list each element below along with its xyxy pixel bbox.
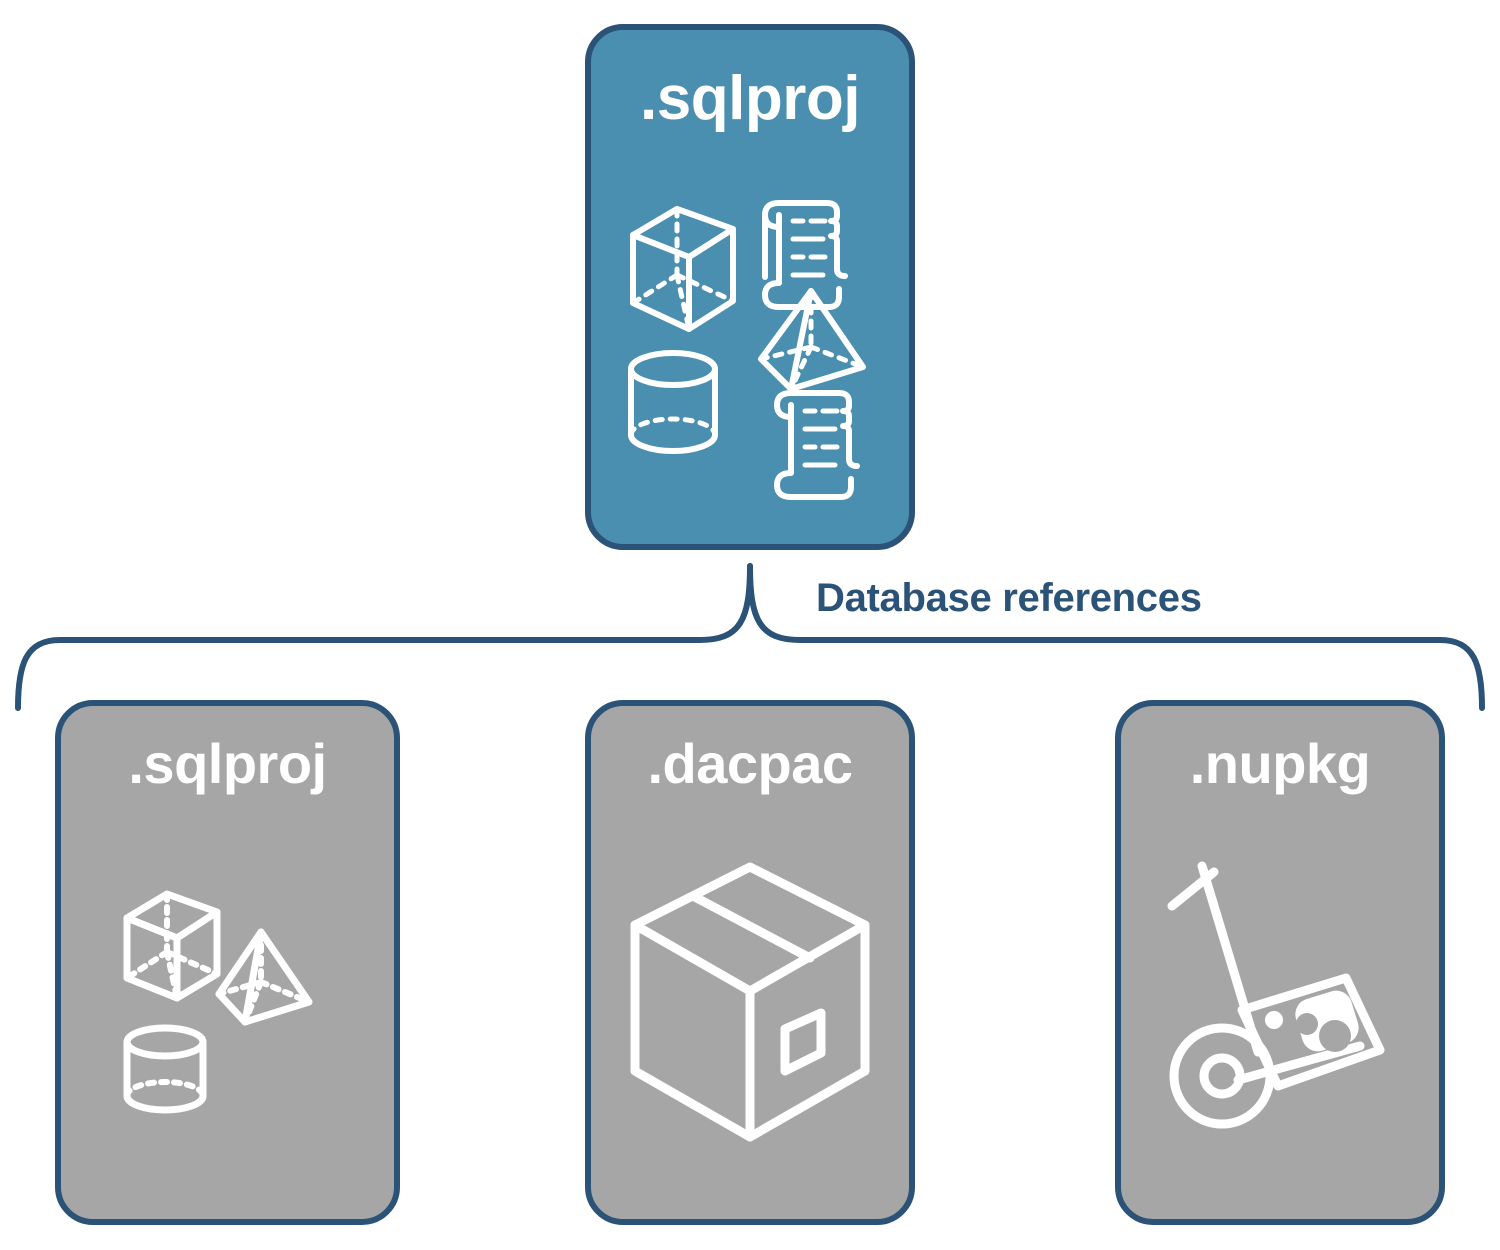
wireframe-cylinder-icon — [123, 1024, 206, 1114]
connector-label-database-references: Database references — [816, 576, 1202, 620]
scroll-script-icon-top — [762, 200, 848, 310]
node-art-dacpac — [591, 792, 909, 1219]
node-art-root — [591, 130, 909, 544]
node-art-nupkg — [1121, 792, 1439, 1219]
node-title-root: .sqlproj — [640, 64, 860, 133]
node-title-nupkg: .nupkg — [1189, 732, 1371, 795]
sqlproj-child-icon-group — [123, 890, 312, 1114]
node-title-dacpac: .dacpac — [647, 732, 853, 795]
node-title-sqlproj-child: .sqlproj — [128, 732, 327, 795]
wireframe-cube-icon — [123, 890, 220, 1002]
node-art-sqlproj-child — [61, 792, 394, 1219]
cardboard-box-icon — [630, 862, 870, 1141]
node-card-nupkg[interactable]: .nupkg — [1115, 700, 1445, 1225]
wireframe-cube-icon — [630, 206, 736, 332]
scroll-script-icon-bottom — [774, 390, 860, 500]
root-icon-group — [628, 200, 866, 500]
node-card-sqlproj-child[interactable]: .sqlproj — [55, 700, 400, 1225]
wireframe-cylinder-icon — [628, 350, 718, 454]
wireframe-pyramid-icon — [758, 288, 866, 392]
wireframe-pyramid-icon — [215, 928, 312, 1026]
node-card-sqlproj-root[interactable]: .sqlproj — [585, 24, 915, 550]
hand-truck-package-icon — [1167, 861, 1385, 1128]
node-card-dacpac[interactable]: .dacpac — [585, 700, 915, 1225]
